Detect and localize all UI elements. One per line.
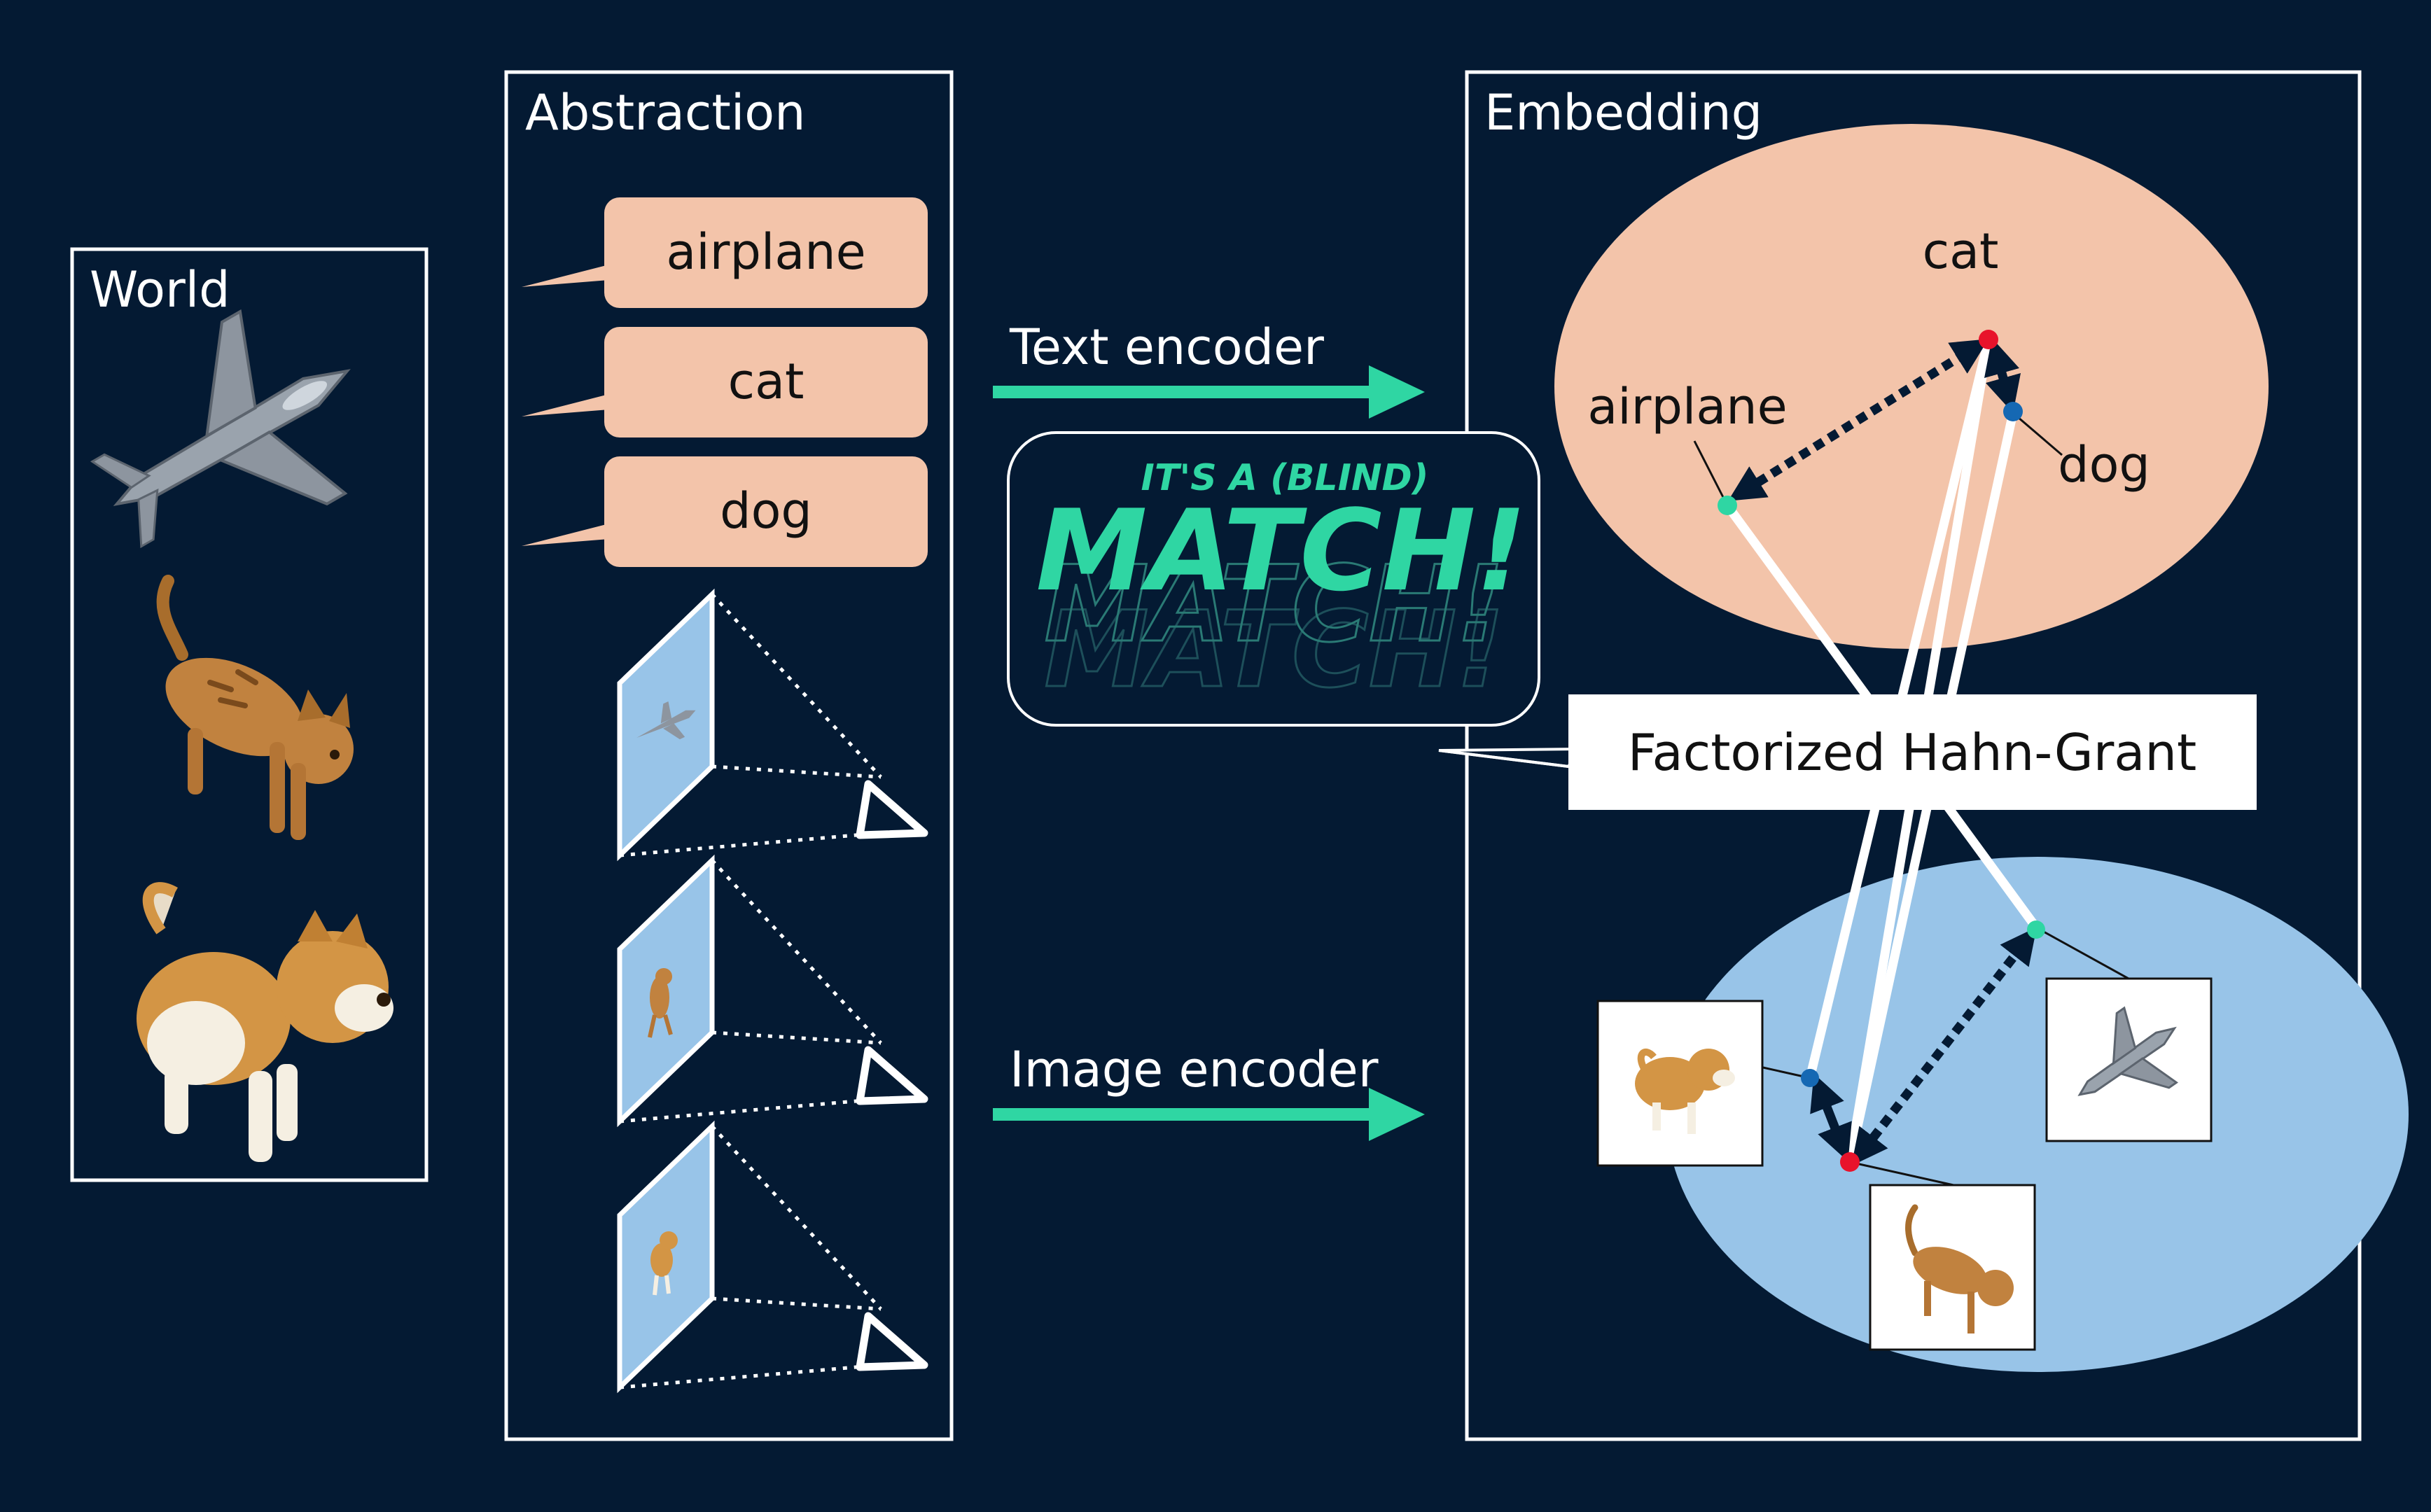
text-encoder-arrow: Text encoder	[993, 318, 1425, 419]
embedding-title: Embedding	[1484, 84, 1762, 141]
cat-image	[156, 575, 354, 840]
method-label: Factorized Hahn-Grant	[1628, 723, 2197, 782]
distance-arrows	[1727, 339, 2037, 1166]
dog-image	[137, 882, 393, 1162]
abstraction-title: Abstraction	[525, 84, 805, 141]
dog-text-label: dog	[2058, 436, 2150, 493]
label-bubble-cat: cat	[522, 327, 928, 438]
method-label-box: Factorized Hahn-Grant	[1568, 694, 2257, 810]
camera-icon	[856, 1312, 928, 1371]
dog-text-point	[2003, 402, 2023, 421]
match-kicker: IT'S A (BLIND)	[1141, 457, 1429, 499]
abstraction-panel: Abstraction airplane cat dog	[504, 70, 954, 1441]
label-bubble-dog: dog	[522, 456, 928, 567]
airplane-text-label: airplane	[1587, 378, 1787, 435]
airplane-text-point	[1718, 496, 1737, 515]
label-bubble-airplane: airplane	[522, 197, 928, 308]
match-headline: MATCH!	[1036, 485, 1526, 616]
camera-icon	[856, 1046, 928, 1105]
airplane-image-point	[2027, 920, 2045, 939]
label-airplane: airplane	[666, 223, 865, 281]
dog-thumbnail	[1596, 1000, 1764, 1167]
camera-projection-dog	[617, 1120, 928, 1394]
cat-text-point	[1979, 330, 1998, 349]
match-badge: IT'S A (BLIND) MATCH! MATCH! MATCH!	[1007, 431, 1582, 769]
world-panel: World	[70, 247, 429, 1182]
cat-thumbnail	[1869, 1184, 2036, 1351]
dog-image-point	[1801, 1069, 1819, 1087]
match-echo: MATCH!	[1044, 589, 1504, 711]
label-cat: cat	[728, 353, 804, 410]
image-encoder-label: Image encoder	[1010, 1041, 1379, 1098]
image-encoder-arrow: Image encoder	[993, 1041, 1425, 1141]
airplane-thumbnail	[2045, 977, 2213, 1142]
label-dog: dog	[720, 482, 812, 540]
cat-image-point	[1840, 1152, 1860, 1172]
airplane-image	[90, 309, 351, 549]
world-title: World	[90, 261, 230, 318]
text-encoder-label: Text encoder	[1009, 318, 1324, 376]
camera-icon	[856, 780, 928, 839]
camera-projection-airplane	[617, 588, 928, 862]
match-echo-2: MATCH!	[1044, 544, 1504, 666]
camera-projection-cat	[617, 854, 928, 1128]
cat-text-label: cat	[1923, 223, 1999, 280]
